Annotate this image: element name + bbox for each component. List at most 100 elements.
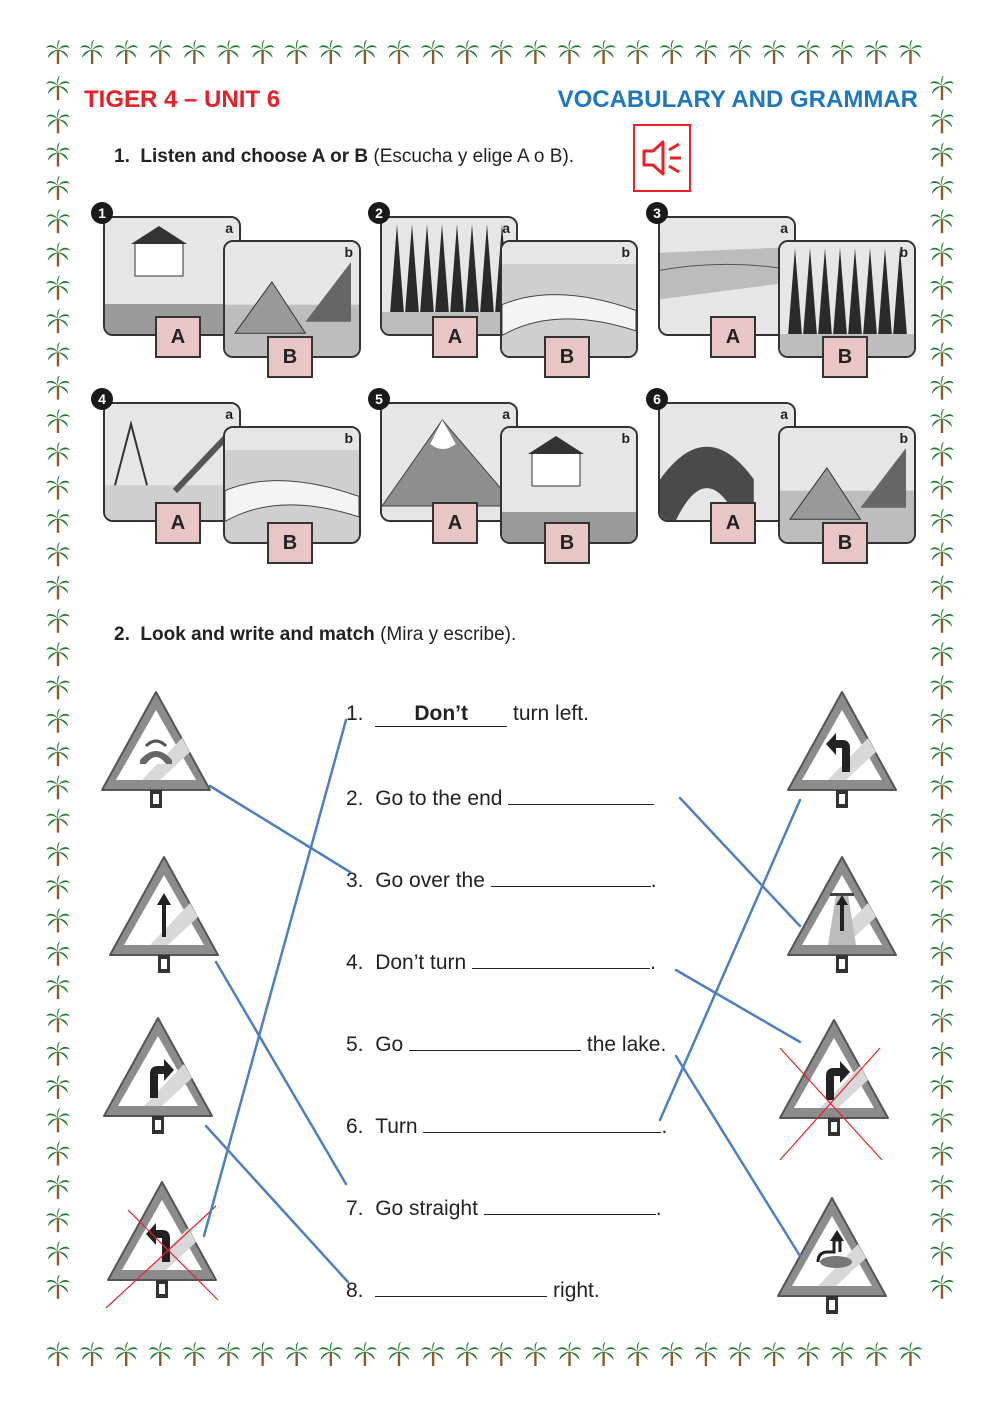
answer-field[interactable]: [508, 784, 655, 805]
scene-b-label: b: [344, 244, 353, 260]
scene-a-label: a: [502, 220, 510, 236]
scene-b-label: b: [621, 244, 630, 260]
choice-a-button[interactable]: A: [432, 502, 478, 544]
sentence-2: 2. Go to the end: [346, 784, 655, 811]
sentence-number: 4.: [346, 951, 364, 974]
end-of-road-sign-icon[interactable]: [787, 856, 897, 974]
item-number-badge: 5: [368, 388, 390, 410]
straight-arrow-sign-icon[interactable]: [109, 856, 219, 974]
match-line: [674, 968, 802, 1044]
sentence-end: .: [661, 1115, 668, 1138]
match-lines: [202, 718, 802, 1284]
section-2-instruction: 2. Look and write and match (Mira y escr…: [114, 624, 516, 646]
sentence-text: Go to the end: [375, 787, 503, 810]
sentence-text: right.: [553, 1279, 600, 1302]
item-number-badge: 3: [646, 202, 668, 224]
item-number-badge: 4: [91, 388, 113, 410]
item-number-badge: 6: [646, 388, 668, 410]
choice-b-button[interactable]: B: [544, 522, 590, 564]
section-1-number: 1.: [114, 146, 130, 167]
scene-a-image: a: [658, 402, 796, 522]
sentence-number: 6.: [346, 1115, 364, 1138]
sentence-number: 3.: [346, 869, 364, 892]
sentence-text: Go over the: [375, 869, 485, 892]
no-right-turn-sign-icon[interactable]: [779, 1019, 889, 1161]
worksheet-title: VOCABULARY AND GRAMMAR: [557, 86, 918, 113]
answer-field[interactable]: [483, 1194, 656, 1215]
sentence-end: .: [650, 869, 657, 892]
match-line: [204, 1124, 350, 1284]
scene-b-label: b: [344, 430, 353, 446]
answer-field[interactable]: [409, 1030, 582, 1051]
choice-b-button[interactable]: B: [822, 522, 868, 564]
scene-a-label: a: [502, 406, 510, 422]
section-1-instruction: 1. Listen and choose A or B (Escucha y e…: [114, 146, 574, 168]
scene-a-image: a: [658, 216, 796, 336]
scene-a-label: a: [225, 406, 233, 422]
sentence-text: Go: [375, 1033, 404, 1056]
scene-a-image: a: [103, 402, 241, 522]
sentence-number: 5.: [346, 1033, 364, 1056]
section-1-instruction-note: (Escucha y elige A o B).: [373, 146, 575, 167]
scene-a-label: a: [780, 406, 788, 422]
answer-field[interactable]: [423, 1112, 662, 1133]
choice-a-button[interactable]: A: [710, 316, 756, 358]
match-line: [674, 1054, 802, 1258]
scene-b-label: b: [899, 244, 908, 260]
sentence-8: 8. right.: [346, 1276, 600, 1303]
sentence-end: .: [655, 1197, 662, 1220]
sentence-end: .: [650, 951, 656, 974]
item-number-badge: 2: [368, 202, 390, 224]
match-line: [202, 718, 348, 1238]
right-turn-sign-icon[interactable]: [103, 1017, 213, 1135]
choice-a-button[interactable]: A: [155, 316, 201, 358]
sentence-7: 7. Go straight .: [346, 1194, 662, 1221]
answer-field[interactable]: [490, 866, 651, 887]
speaker-button[interactable]: [633, 124, 691, 192]
scene-a-image: a: [380, 402, 518, 522]
choice-a-button[interactable]: A: [432, 316, 478, 358]
section-2-number: 2.: [114, 624, 130, 645]
section-1-instruction-bold: Listen and choose A or B: [140, 146, 369, 167]
answer-field[interactable]: [472, 948, 651, 969]
left-turn-sign-icon[interactable]: [787, 691, 897, 809]
sentence-text: turn left.: [513, 702, 589, 725]
sentence-text-end: the lake.: [586, 1033, 667, 1056]
sentence-6: 6. Turn .: [346, 1112, 667, 1139]
section-2-instruction-bold: Look and write and match: [140, 624, 375, 645]
section-2-instruction-note: (Mira y escribe).: [380, 624, 517, 645]
sentence-3: 3. Go over the .: [346, 866, 657, 893]
sentence-5: 5. Go the lake.: [346, 1030, 666, 1057]
scene-a-label: a: [225, 220, 233, 236]
speaker-icon: [642, 140, 681, 176]
answer-field[interactable]: Don’t: [375, 702, 508, 727]
item-number-badge: 1: [91, 202, 113, 224]
choice-b-button[interactable]: B: [267, 336, 313, 378]
choice-b-button[interactable]: B: [544, 336, 590, 378]
sentence-text: Don’t turn: [375, 951, 467, 974]
bridge-sign-icon[interactable]: [101, 691, 211, 809]
choice-b-button[interactable]: B: [267, 522, 313, 564]
sentence-number: 1.: [346, 702, 364, 725]
unit-title: TIGER 4 – UNIT 6: [84, 86, 281, 113]
answer-field[interactable]: [375, 1276, 548, 1297]
sentence-number: 8.: [346, 1279, 364, 1302]
match-line: [214, 960, 348, 1186]
sentence-number: 2.: [346, 787, 364, 810]
around-lake-sign-icon[interactable]: [777, 1197, 887, 1315]
no-left-turn-sign-icon[interactable]: [105, 1181, 219, 1309]
sentence-number: 7.: [346, 1197, 364, 1220]
sentence-4: 4. Don’t turn .: [346, 948, 656, 975]
scene-a-label: a: [780, 220, 788, 236]
choice-a-button[interactable]: A: [710, 502, 756, 544]
choice-a-button[interactable]: A: [155, 502, 201, 544]
scene-b-label: b: [621, 430, 630, 446]
choice-b-button[interactable]: B: [822, 336, 868, 378]
match-line: [678, 796, 802, 928]
scene-b-label: b: [899, 430, 908, 446]
sentence-text: Go straight: [375, 1197, 478, 1220]
sentence-text: Turn: [375, 1115, 418, 1138]
match-line: [658, 798, 802, 1122]
sentence-1: 1. Don’t turn left.: [346, 702, 589, 727]
